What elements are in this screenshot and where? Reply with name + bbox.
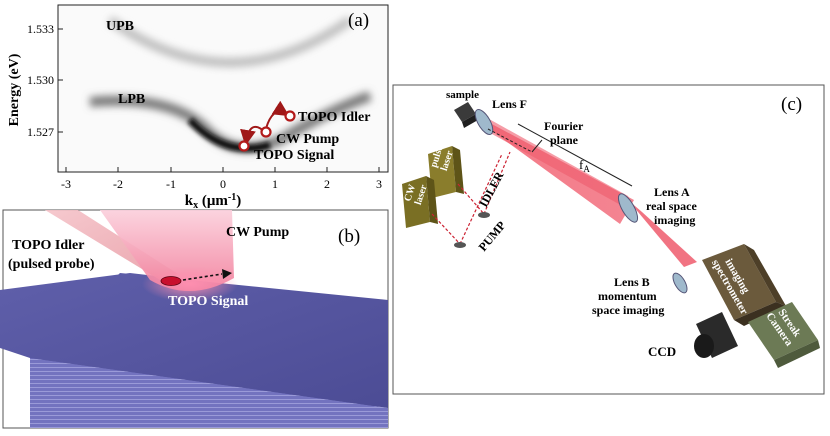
y-axis-label: Energy (eV): [7, 53, 22, 126]
cw-laser: [402, 176, 438, 228]
y-tick-label: 1.527: [27, 125, 54, 139]
pulsed-laser: [428, 146, 464, 198]
panel-c-frame: [392, 84, 825, 395]
lens-b-sub: momentum: [598, 289, 657, 303]
x-tick-label: 1: [272, 177, 278, 191]
y-tick-label: 1.533: [27, 22, 54, 36]
beam-line-up-2: [459, 153, 503, 245]
lens-b-sub-2: space imaging: [592, 303, 664, 317]
idler-sublabel: (pulsed probe): [8, 257, 95, 272]
pump-beam-line: [431, 213, 461, 245]
x-tick-label: 2: [324, 177, 330, 191]
fa-label: fA: [579, 157, 590, 174]
pump-label: CW Pump: [226, 225, 289, 240]
pump-spot-glow: [142, 266, 238, 302]
lens-a: [617, 193, 639, 223]
signal-label: TOPO Signal: [168, 294, 248, 309]
mirror-icon: [478, 212, 490, 218]
signal-label: TOPO Signal: [254, 148, 334, 163]
focal-length-dimension: [517, 123, 633, 187]
panel-c-experimental-setup: (c) sample Lens F Fourier plane fA Lens …: [392, 84, 826, 396]
signal-point: [238, 140, 250, 152]
mirror-icon: [454, 242, 466, 248]
x-tick-label: -1: [166, 177, 176, 191]
x-axis-label: kx (μm-1): [185, 192, 241, 211]
sample-label: sample: [446, 89, 479, 101]
ccd-camera: [694, 312, 738, 358]
pump-label: CW Pump: [276, 132, 339, 147]
x-tick-label: 0: [220, 177, 226, 191]
main-beam-cone: [480, 114, 637, 214]
streak-camera: [748, 302, 820, 368]
panel-label-c: (c): [781, 94, 802, 115]
signal-propagation-arrow: [182, 273, 223, 281]
panel-b-sample-illustration: (b) TOPO Idler (pulsed probe) CW Pump TO…: [0, 208, 392, 431]
arrow-head-icon: [222, 269, 232, 279]
fourier-plane-marker: [487, 128, 533, 153]
x-tick-label: 3: [376, 177, 382, 191]
lpb-label: LPB: [118, 92, 145, 107]
upb-label: UPB: [106, 19, 134, 34]
y-tick-label: 1.530: [27, 73, 54, 87]
beam-to-spectrometer: [628, 200, 697, 267]
idler-beam-line: [457, 183, 485, 215]
signal-spot: [160, 276, 182, 286]
x-axis-ticks: [65, 167, 380, 172]
y-axis-ticks: [58, 28, 63, 133]
panel-label-a: (a): [348, 10, 369, 31]
upb-band: [107, 16, 353, 67]
microcavity-top-face: [0, 273, 388, 408]
lens-f: [474, 109, 494, 135]
imaging-spectrometer: [702, 244, 786, 326]
sample-mount: [454, 102, 478, 128]
beam-line-up: [483, 151, 511, 215]
x-tick-label: -2: [113, 177, 123, 191]
lens-f-label: Lens F: [492, 97, 527, 111]
microcavity-layers: [30, 358, 388, 428]
pump-point: [260, 126, 272, 138]
fourier-pointer: [531, 139, 543, 153]
fourier-label-2: plane: [550, 133, 579, 147]
lens-b: [672, 272, 688, 294]
lens-a-label: Lens A: [654, 185, 690, 199]
panel-label-b: (b): [338, 226, 360, 247]
fourier-label: Fourier: [544, 119, 584, 133]
x-tick-label: -3: [61, 177, 71, 191]
lpb-band-core: [187, 117, 271, 152]
panel-a-dispersion-plot: 1.533 1.530 1.527 -3 -2 -1 0 1 2 3 Energ…: [0, 0, 392, 212]
lens-a-sub: real space: [646, 199, 697, 213]
ccd-label: CCD: [648, 344, 676, 359]
idler-point: [284, 110, 296, 122]
lens-a-sub-2: imaging: [654, 213, 695, 227]
idler-label: TOPO Idler: [12, 238, 84, 253]
idler-label: TOPO Idler: [298, 110, 370, 125]
lens-b-label: Lens B: [614, 275, 650, 289]
